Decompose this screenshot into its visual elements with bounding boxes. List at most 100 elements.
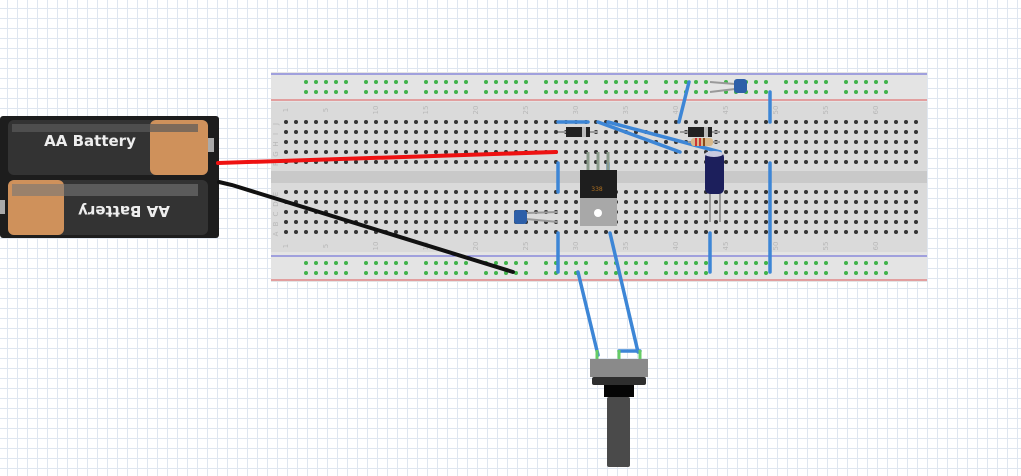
- breadboard-hole[interactable]: [534, 190, 538, 194]
- rail-hole[interactable]: [494, 90, 498, 94]
- rail-hole[interactable]: [424, 261, 428, 265]
- breadboard-hole[interactable]: [794, 130, 798, 134]
- rail-hole[interactable]: [814, 261, 818, 265]
- breadboard-hole[interactable]: [734, 150, 738, 154]
- breadboard-hole[interactable]: [334, 210, 338, 214]
- breadboard-hole[interactable]: [784, 210, 788, 214]
- breadboard-hole[interactable]: [854, 120, 858, 124]
- breadboard-hole[interactable]: [734, 210, 738, 214]
- rail-hole[interactable]: [434, 261, 438, 265]
- breadboard-hole[interactable]: [414, 200, 418, 204]
- breadboard-hole[interactable]: [794, 210, 798, 214]
- rail-hole[interactable]: [674, 261, 678, 265]
- breadboard-hole[interactable]: [554, 200, 558, 204]
- rail-hole[interactable]: [634, 271, 638, 275]
- rail-hole[interactable]: [454, 90, 458, 94]
- potentiometer-shaft[interactable]: [607, 397, 630, 467]
- breadboard-hole[interactable]: [364, 190, 368, 194]
- breadboard-hole[interactable]: [284, 190, 288, 194]
- breadboard-hole[interactable]: [404, 140, 408, 144]
- breadboard-hole[interactable]: [514, 200, 518, 204]
- breadboard-hole[interactable]: [794, 200, 798, 204]
- breadboard-hole[interactable]: [614, 140, 618, 144]
- breadboard-hole[interactable]: [914, 200, 918, 204]
- breadboard-hole[interactable]: [614, 150, 618, 154]
- breadboard-hole[interactable]: [434, 190, 438, 194]
- breadboard-hole[interactable]: [914, 230, 918, 234]
- breadboard-hole[interactable]: [914, 160, 918, 164]
- breadboard-hole[interactable]: [824, 210, 828, 214]
- breadboard-hole[interactable]: [404, 210, 408, 214]
- breadboard-hole[interactable]: [834, 200, 838, 204]
- breadboard-hole[interactable]: [844, 230, 848, 234]
- rail-hole[interactable]: [364, 80, 368, 84]
- breadboard-hole[interactable]: [564, 150, 568, 154]
- breadboard-hole[interactable]: [324, 130, 328, 134]
- breadboard-hole[interactable]: [424, 230, 428, 234]
- breadboard-hole[interactable]: [504, 220, 508, 224]
- breadboard-hole[interactable]: [364, 150, 368, 154]
- rail-hole[interactable]: [704, 271, 708, 275]
- breadboard-hole[interactable]: [894, 190, 898, 194]
- breadboard-hole[interactable]: [814, 130, 818, 134]
- rail-hole[interactable]: [794, 80, 798, 84]
- breadboard-hole[interactable]: [364, 210, 368, 214]
- rail-hole[interactable]: [864, 271, 868, 275]
- rail-hole[interactable]: [784, 271, 788, 275]
- ceramic-capacitor-top[interactable]: [709, 79, 747, 93]
- breadboard-hole[interactable]: [814, 150, 818, 154]
- breadboard-hole[interactable]: [744, 210, 748, 214]
- rail-hole[interactable]: [504, 90, 508, 94]
- rail-hole[interactable]: [364, 261, 368, 265]
- rail-hole[interactable]: [464, 271, 468, 275]
- breadboard-hole[interactable]: [354, 190, 358, 194]
- rail-hole[interactable]: [844, 261, 848, 265]
- breadboard-hole[interactable]: [734, 230, 738, 234]
- breadboard-hole[interactable]: [874, 160, 878, 164]
- breadboard-hole[interactable]: [424, 190, 428, 194]
- breadboard-hole[interactable]: [804, 160, 808, 164]
- breadboard-hole[interactable]: [564, 160, 568, 164]
- breadboard-hole[interactable]: [754, 200, 758, 204]
- breadboard-hole[interactable]: [844, 200, 848, 204]
- rail-hole[interactable]: [584, 271, 588, 275]
- breadboard-hole[interactable]: [874, 150, 878, 154]
- breadboard-hole[interactable]: [694, 230, 698, 234]
- breadboard-hole[interactable]: [864, 220, 868, 224]
- rail-hole[interactable]: [404, 271, 408, 275]
- breadboard-hole[interactable]: [824, 140, 828, 144]
- breadboard-hole[interactable]: [814, 200, 818, 204]
- breadboard-hole[interactable]: [474, 160, 478, 164]
- breadboard-hole[interactable]: [914, 190, 918, 194]
- breadboard-hole[interactable]: [634, 210, 638, 214]
- breadboard-hole[interactable]: [444, 150, 448, 154]
- breadboard-hole[interactable]: [674, 210, 678, 214]
- breadboard-hole[interactable]: [634, 190, 638, 194]
- breadboard-hole[interactable]: [384, 220, 388, 224]
- rail-hole[interactable]: [824, 80, 828, 84]
- breadboard-hole[interactable]: [704, 230, 708, 234]
- breadboard-hole[interactable]: [324, 190, 328, 194]
- rail-hole[interactable]: [574, 80, 578, 84]
- rail-hole[interactable]: [724, 271, 728, 275]
- breadboard-hole[interactable]: [544, 230, 548, 234]
- breadboard-hole[interactable]: [614, 160, 618, 164]
- breadboard-hole[interactable]: [514, 130, 518, 134]
- breadboard-hole[interactable]: [394, 160, 398, 164]
- breadboard-hole[interactable]: [454, 200, 458, 204]
- rail-hole[interactable]: [804, 271, 808, 275]
- breadboard-hole[interactable]: [424, 150, 428, 154]
- rail-hole[interactable]: [664, 80, 668, 84]
- breadboard-hole[interactable]: [434, 230, 438, 234]
- breadboard-hole[interactable]: [794, 220, 798, 224]
- breadboard-hole[interactable]: [854, 140, 858, 144]
- breadboard-hole[interactable]: [564, 200, 568, 204]
- breadboard-hole[interactable]: [534, 200, 538, 204]
- breadboard-hole[interactable]: [774, 230, 778, 234]
- breadboard-hole[interactable]: [404, 120, 408, 124]
- breadboard-hole[interactable]: [764, 120, 768, 124]
- breadboard-hole[interactable]: [394, 130, 398, 134]
- breadboard-hole[interactable]: [674, 200, 678, 204]
- breadboard-hole[interactable]: [794, 190, 798, 194]
